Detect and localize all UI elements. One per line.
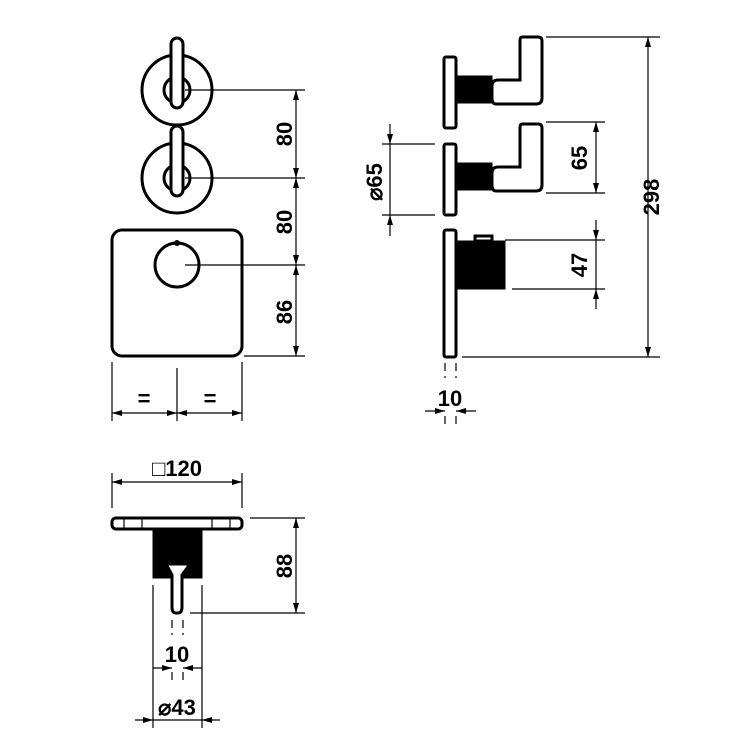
lower-lever <box>169 124 185 198</box>
spindle-top <box>163 562 193 615</box>
dimension-47: 47 <box>567 253 592 277</box>
equal-mark-right: = <box>204 386 217 411</box>
dimension-diameter-65: ⌀65 <box>362 163 387 201</box>
dimension-80-upper: 80 <box>272 122 297 146</box>
top-view: □120 88 10 ⌀43 <box>110 456 305 728</box>
knob-marker <box>174 240 180 246</box>
plate-top <box>110 516 244 531</box>
upper-plate-side <box>442 55 458 130</box>
equal-mark-left: = <box>138 386 151 411</box>
upper-stem <box>455 75 493 104</box>
dimension-diameter-43: ⌀43 <box>158 695 196 720</box>
thermostat-plate <box>110 228 244 358</box>
lower-plate-side <box>442 228 458 359</box>
middle-handle-side <box>490 122 544 193</box>
dimension-298: 298 <box>639 179 664 216</box>
dimension-80-lower: 80 <box>272 210 297 234</box>
front-view: 80 80 86 = = <box>110 36 305 421</box>
upper-lever <box>169 36 185 110</box>
thermostat-body <box>455 240 506 290</box>
dimension-88: 88 <box>272 554 297 578</box>
side-view: 298 65 47 ⌀65 10 <box>362 35 664 426</box>
middle-plate-side <box>442 142 458 217</box>
dimension-86: 86 <box>272 300 297 324</box>
dimension-10-spindle: 10 <box>165 642 189 667</box>
thermostat-tab <box>473 234 494 243</box>
dimension-65-handle: 65 <box>567 146 592 170</box>
dimension-square-120: □120 <box>152 456 202 481</box>
upper-handle-side <box>490 35 544 106</box>
middle-stem <box>455 162 493 191</box>
dimension-10-plate: 10 <box>438 386 462 411</box>
